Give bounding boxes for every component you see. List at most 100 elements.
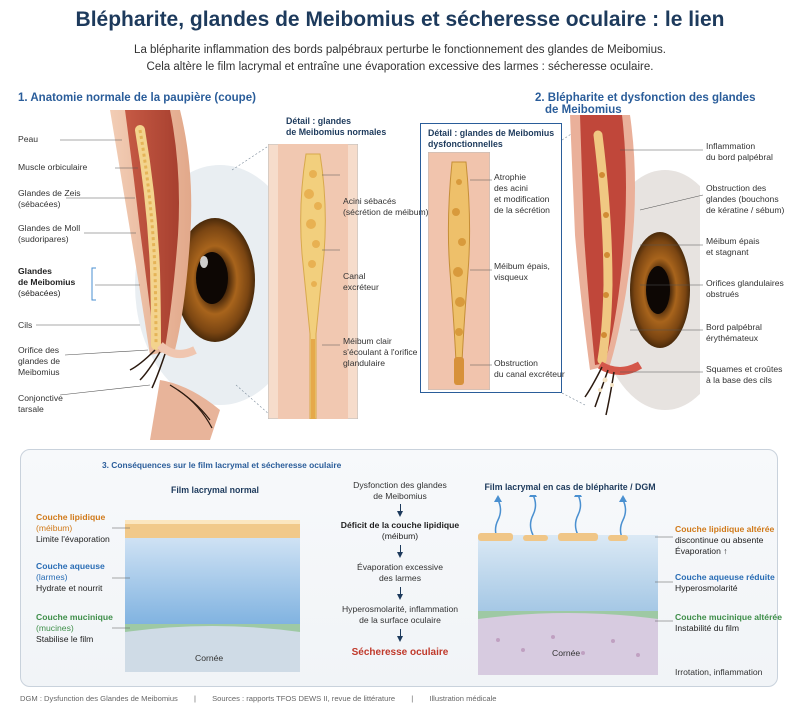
- label-obs-3: de kératine / sébum): [706, 205, 785, 215]
- detail-atro-3: et modification: [494, 194, 550, 204]
- label-zeis-2: (sébacées): [18, 199, 61, 209]
- normal-muc-3: Stabilise le film: [36, 634, 94, 644]
- normal-tear-film: [125, 520, 300, 672]
- label-orif-1: Orifice des: [18, 345, 60, 355]
- page-title: Blépharite, glandes de Meibomius et séch…: [75, 8, 725, 31]
- detail-atro-1: Atrophie: [494, 172, 527, 182]
- label-orifs-2: obstrués: [706, 289, 739, 299]
- normal-gland-detail: [268, 144, 358, 419]
- label-zeis-1: Glandes de Zeis: [18, 188, 81, 198]
- detail-acini-2: (sécrétion de méibum): [343, 207, 429, 217]
- label-cils: Cils: [18, 320, 33, 330]
- label-orif-2: glandes de: [18, 356, 61, 366]
- normal-lip-3: Limite l'évaporation: [36, 534, 110, 544]
- detail-normal-title-1: Détail : glandes: [286, 116, 352, 126]
- footer-illustration: Illustration médicale: [429, 694, 497, 703]
- flow-s2b: (méibum): [381, 531, 419, 541]
- detail-meibum-3: glandulaire: [343, 358, 386, 368]
- footer-dgm: DGM : Dysfunction des Glandes de Meibomi…: [20, 694, 178, 703]
- abn-lip-2: discontinue ou absente: [675, 535, 764, 545]
- label-orifs-1: Orifices glandulaires: [706, 278, 784, 288]
- flow-arrow-3: [397, 594, 403, 600]
- section1-leader-lines: [36, 139, 271, 416]
- detail-meibum-epais: Méibum épais,visqueux: [494, 261, 550, 283]
- flow-arrow-line-4: [400, 629, 401, 637]
- label-infl-2: du bord palpébral: [706, 152, 773, 162]
- label-squa-1: Squames et croûtes: [706, 364, 783, 374]
- flow-step-5: Sécheresse oculaire: [351, 647, 449, 658]
- normal-aq-1: Couche aqueuse: [36, 561, 105, 571]
- flow-s2a: Déficit de la couche lipidique: [340, 520, 460, 530]
- normal-aq-2: (larmes): [36, 572, 68, 582]
- abn-muc-1: Couche mucinique altérée: [675, 612, 782, 622]
- abn-aq-1: Couche aqueuse réduite: [675, 572, 775, 582]
- footer-sep-2: |: [411, 694, 414, 703]
- flow-arrow-line-3: [400, 587, 401, 595]
- inflamed-eyelid-illustration: [570, 115, 700, 416]
- normal-muc-1: Couche mucinique: [36, 612, 113, 622]
- label-squa-2: à la base des cils: [706, 375, 772, 385]
- label-conj-2: tarsale: [18, 404, 44, 414]
- detail-normal-title-2: de Meibomius normales: [286, 127, 387, 137]
- label-muscle: Muscle orbiculaire: [18, 162, 88, 172]
- label-meibo-1: Glandes: [18, 266, 52, 276]
- abnormal-film-title: Film lacrymal en cas de blépharite / DGM: [484, 482, 656, 492]
- flow-s1b: de Meibomius: [373, 491, 427, 501]
- detail-meibum-1: Méibum clair: [343, 336, 392, 346]
- abnormal-bottom-label: Irrotation, inflammation: [675, 667, 763, 677]
- normal-lip-1: Couche lipidique: [36, 512, 106, 522]
- page-subtitle: La blépharite inflammation des bords pal…: [0, 42, 800, 76]
- label-stag-2: et stagnant: [706, 247, 749, 257]
- detail-normal-leaders: [322, 174, 340, 346]
- abnormal-cornea-label: Cornée: [552, 648, 581, 658]
- abn-lip-3: Évaporation ↑: [675, 546, 728, 556]
- section3-title: 3. Conséquences sur le film lacrymal et …: [102, 460, 342, 470]
- subtitle-line-1: La blépharite inflammation des bords pal…: [134, 44, 666, 56]
- normal-lip-2: (méibum): [36, 523, 73, 533]
- dysfunction-gland-detail: [428, 152, 490, 390]
- label-bord-1: Bord palpébral: [706, 322, 762, 332]
- section2-leader-lines: [620, 149, 704, 373]
- normal-aq-3: Hydrate et nourrit: [36, 583, 103, 593]
- flow-s4a: Hyperosmolarité, inflammation: [341, 604, 459, 614]
- label-obs-1: Obstruction des: [706, 183, 767, 193]
- flow-s3b: des larmes: [378, 573, 422, 583]
- label-moll: Glandes de Moll(sudoripares): [18, 223, 80, 245]
- section2-title-2: de Meibomius: [545, 104, 622, 116]
- section1-title: 1. Anatomie normale de la paupière (coup…: [18, 92, 256, 104]
- subtitle-line-2: Cela altère le film lacrymal et entraîne…: [146, 61, 654, 73]
- label-meibo-3: (sébacées): [18, 288, 61, 298]
- detail-meibum-2: s'écoulant à l'orifice: [343, 347, 418, 357]
- abnormal-tear-film: [478, 495, 658, 675]
- flow-arrow-1: [397, 511, 403, 517]
- flow-arrow-2: [397, 552, 403, 558]
- normal-aqueous-label: Couche aqueuse(larmes)Hydrate et nourrit: [36, 561, 105, 594]
- detail-atro-2: des acini: [494, 183, 528, 193]
- flow-s3a: Évaporation excessive: [357, 562, 443, 572]
- normal-mucin-label: Couche mucinique(mucines)Stabilise le fi…: [36, 612, 113, 645]
- label-conj-1: Conjonctive: [18, 393, 63, 403]
- label-meibo-2: de Meibomius: [18, 277, 76, 287]
- footer-sources: Sources : rapports TFOS DEWS II, revue d…: [212, 694, 396, 703]
- label-stag-1: Méibum épais: [706, 236, 760, 246]
- normal-muc-2: (mucines): [36, 623, 74, 633]
- detail-dys-title-1: Détail : glandes de Meibomius: [428, 128, 555, 138]
- footer-sep-1: |: [193, 694, 196, 703]
